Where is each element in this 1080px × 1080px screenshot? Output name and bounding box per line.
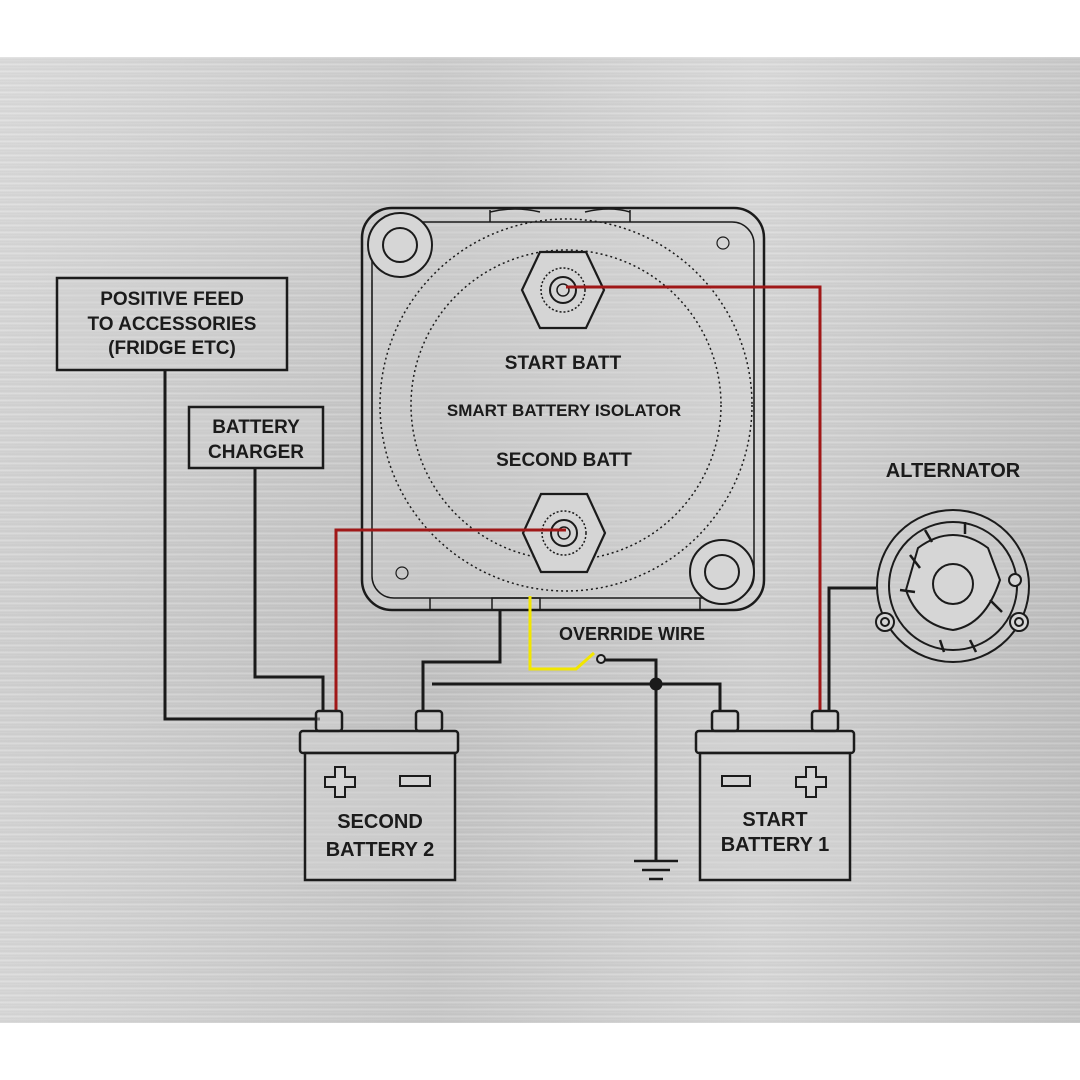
positive-feed-line3: (FRIDGE ETC) (108, 338, 236, 359)
positive-feed-box: POSITIVE FEED TO ACCESSORIES (FRIDGE ETC… (55, 276, 289, 372)
isolator-start-batt-label: START BATT (505, 353, 622, 374)
plus-icon (324, 766, 356, 798)
stud-terminal-icon (520, 250, 606, 330)
alternator-icon (875, 509, 1030, 663)
battery-charger-line1: BATTERY (212, 417, 300, 438)
positive-feed-line1: POSITIVE FEED (100, 289, 244, 310)
negative-and-feed-wires (163, 370, 876, 860)
battery-icon (694, 709, 856, 882)
mounting-hole-bottom-right (689, 539, 755, 605)
minus-icon (399, 775, 431, 787)
mounting-hole-top-left (367, 212, 433, 278)
positive-wires (334, 285, 822, 712)
isolator-second-batt-label: SECOND BATT (496, 450, 632, 471)
isolator-name-label: SMART BATTERY ISOLATOR (447, 401, 681, 420)
battery-icon (298, 709, 460, 882)
stud-terminal-icon (521, 492, 607, 574)
minus-icon (721, 775, 751, 787)
override-wire (528, 596, 606, 671)
positive-feed-line2: TO ACCESSORIES (88, 314, 257, 335)
second-battery-line1: SECOND (337, 811, 423, 833)
second-battery-line2: BATTERY 2 (326, 839, 435, 861)
start-battery-line1: START (742, 809, 807, 831)
ground-icon (634, 859, 678, 881)
override-wire-label: OVERRIDE WIRE (559, 624, 705, 644)
plus-icon (795, 766, 827, 798)
start-battery-line2: BATTERY 1 (721, 834, 830, 856)
smart-battery-isolator (360, 206, 766, 612)
battery-charger-box: BATTERY CHARGER (187, 405, 325, 470)
battery-charger-line2: CHARGER (208, 442, 304, 463)
alternator-label: ALTERNATOR (886, 460, 1021, 482)
